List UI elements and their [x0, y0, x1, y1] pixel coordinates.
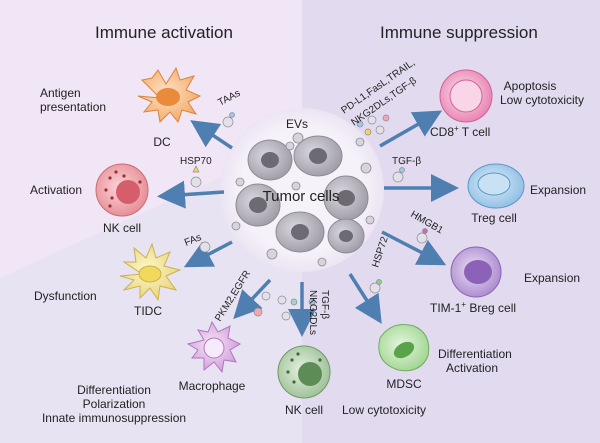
treg-cell — [467, 163, 525, 209]
cd8-effect-line1: Apoptosis — [504, 79, 557, 93]
arrow-to-cd8 — [379, 110, 443, 148]
arrow-to-dc — [190, 120, 233, 150]
tumor-cell — [275, 211, 325, 253]
background-suppression-panel — [302, 0, 600, 443]
mdsc-effect-line2: Activation — [446, 361, 498, 375]
tumor-cell — [235, 183, 281, 227]
mdsc-label: MDSC — [386, 377, 422, 391]
nk-cell-top — [95, 163, 149, 217]
breg-label-suffix: Breg cell — [466, 301, 516, 315]
cd8-effect-line2: Low cytotoxicity — [500, 93, 584, 107]
dc-label: DC — [153, 135, 171, 149]
breg-cell — [450, 246, 502, 298]
evs-label: EVs — [286, 117, 308, 131]
background-activation-panel — [0, 0, 302, 278]
arrow-to-breg — [381, 230, 447, 266]
macrophage-cell — [186, 320, 242, 374]
macrophage-effect-line2: Polarization — [83, 397, 146, 411]
factor-nkg2dls-nk: NKG2DLs — [307, 290, 318, 335]
mdsc-effect-line1: Differentiation — [438, 347, 512, 361]
breg-effect: Expansion — [524, 271, 580, 285]
nk-bottom-label: NK cell — [285, 403, 323, 417]
ev-vesicles — [231, 132, 375, 267]
dc-effect-line1: Antigen — [40, 86, 81, 100]
macrophage-effect-line3: Innate immunosuppression — [42, 411, 186, 425]
arrow-to-macrophage — [233, 278, 272, 320]
tidc-label: TIDC — [134, 304, 162, 318]
factor-tgf-beta-nk: TGF-β — [319, 290, 330, 319]
breg-label: TIM-1+ Breg cell — [430, 300, 516, 315]
ev-icons — [190, 112, 428, 321]
nk-top-effect: Activation — [30, 183, 82, 197]
treg-effect: Expansion — [530, 183, 586, 197]
cd8-t-cell — [439, 69, 493, 123]
tumor-cell — [293, 135, 343, 177]
nk-bottom-effect: Low cytotoxicity — [342, 403, 426, 417]
factor-hsp70: HSP70 — [180, 156, 212, 167]
cd8-label-sup: + — [454, 124, 459, 133]
tumor-cell-cluster — [235, 135, 369, 254]
arrow-to-tidc — [183, 240, 233, 268]
arrow-to-nk-top — [157, 180, 225, 209]
nk-cell-bottom — [277, 345, 331, 399]
tidc-cell — [119, 242, 182, 302]
breg-label-sup: + — [461, 300, 466, 309]
activation-title: Immune activation — [95, 23, 233, 42]
dc-cell — [137, 66, 202, 124]
treg-label: Treg cell — [471, 211, 517, 225]
macrophage-effect-line1: Differentiation — [77, 383, 151, 397]
breg-label-prefix: TIM-1 — [430, 301, 462, 315]
cd8-label-suffix: T cell — [459, 125, 491, 139]
arrow-to-mdsc — [348, 273, 382, 324]
suppression-title: Immune suppression — [380, 23, 538, 42]
mdsc-cell — [378, 324, 430, 372]
nk-top-label: NK cell — [103, 221, 141, 235]
dc-effect-line2: presentation — [40, 100, 106, 114]
tumor-cell — [327, 218, 365, 254]
tumor-cell — [247, 139, 293, 181]
macrophage-label: Macrophage — [179, 379, 246, 393]
factor-tgf-beta-treg: TGF-β — [392, 156, 421, 167]
tumor-cells-label: Tumor cells — [263, 188, 340, 205]
arrows — [157, 110, 459, 337]
cd8-label: CD8+ T cell — [430, 124, 490, 139]
cd8-label-prefix: CD8 — [430, 125, 454, 139]
tidc-effect: Dysfunction — [34, 289, 97, 303]
